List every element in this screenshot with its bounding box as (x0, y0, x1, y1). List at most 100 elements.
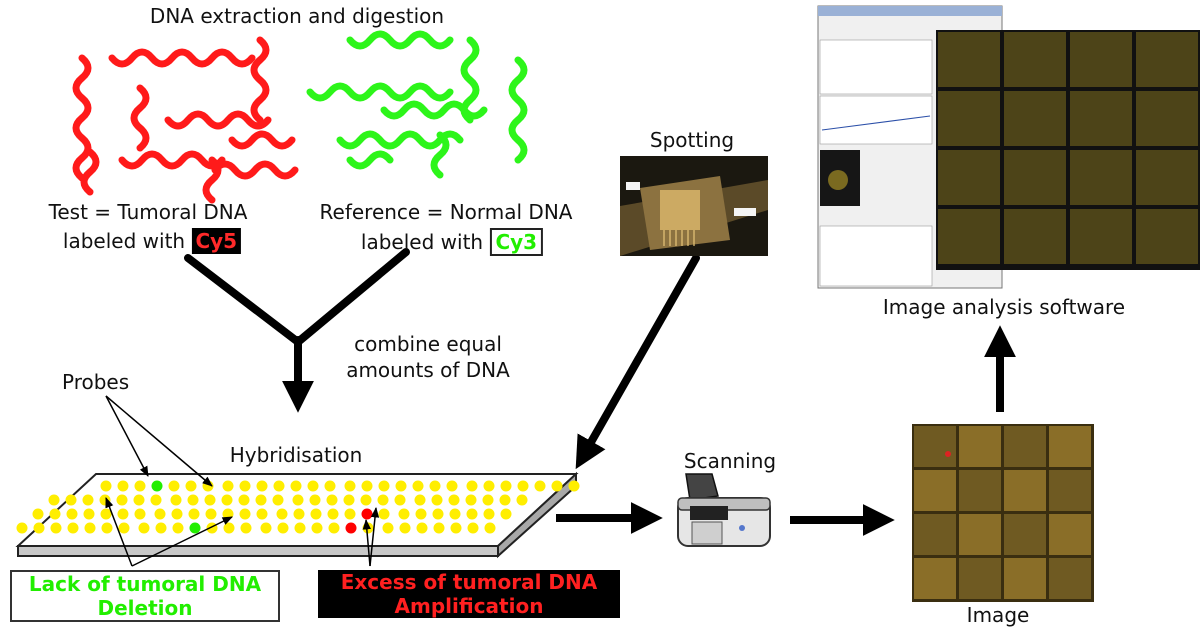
red-probe-spot (345, 522, 357, 534)
probe-spot (294, 522, 306, 534)
combine-label-line1: combine equal (354, 332, 502, 356)
probe-spot (534, 480, 546, 492)
probe-spot (466, 508, 478, 520)
probe-spot (256, 480, 268, 492)
probe-spot (65, 494, 77, 506)
software-block (1004, 150, 1066, 205)
image-label: Image (966, 603, 1030, 627)
probe-spot (67, 522, 79, 534)
probe-spot (324, 480, 336, 492)
probe-spot (66, 508, 78, 520)
reference-dna-label: Reference = Normal DNA (319, 200, 573, 224)
image-block (959, 470, 1001, 511)
probe-spot (311, 522, 323, 534)
spotting-photo (620, 156, 768, 256)
software-label: Image analysis software (882, 295, 1126, 319)
probe-spot (360, 494, 372, 506)
test-dna-label: Test = Tumoral DNA (48, 200, 248, 224)
probe-spot (483, 508, 495, 520)
probe-spot (467, 522, 479, 534)
deletion-pointers (105, 497, 233, 567)
image-block (1004, 470, 1046, 511)
spotting-label: Spotting (649, 128, 735, 152)
probe-spot (134, 508, 146, 520)
probe-spot (155, 522, 167, 534)
software-screenshot (817, 5, 1200, 289)
cy5-badge: Cy5 (191, 228, 242, 254)
probe-spot (276, 508, 288, 520)
probe-spot (185, 480, 197, 492)
software-block (1136, 91, 1198, 146)
probe-spot (431, 494, 443, 506)
probe-spot (412, 480, 424, 492)
deletion-callout: Lack of tumoral DNA Deletion (10, 570, 280, 622)
probe-spot (307, 480, 319, 492)
probe-spot (272, 494, 284, 506)
probe-spot (221, 494, 233, 506)
image-block (1004, 558, 1046, 599)
diagram-title: DNA extraction and digestion (149, 4, 445, 28)
probe-spot (255, 494, 267, 506)
software-block (1136, 209, 1198, 264)
probe-spot (377, 494, 389, 506)
probe-spot (101, 522, 113, 534)
probe-spot (361, 480, 373, 492)
probe-spot (309, 494, 321, 506)
probe-spot (133, 494, 145, 506)
software-block (1136, 32, 1198, 87)
probe-spot (414, 494, 426, 506)
image-block (959, 426, 1001, 467)
probe-spot (16, 522, 28, 534)
probe-spot (172, 522, 184, 534)
probe-spot (484, 522, 496, 534)
software-block (1070, 32, 1132, 87)
probe-spot (171, 508, 183, 520)
amplification-callout: Excess of tumoral DNA Amplification (318, 570, 620, 618)
probe-spot (328, 522, 340, 534)
probe-spot (290, 480, 302, 492)
probe-spot (500, 480, 512, 492)
image-red-spot (945, 451, 951, 457)
probe-spot (327, 508, 339, 520)
probe-spot (260, 522, 272, 534)
probe-spot (344, 508, 356, 520)
image-block (1049, 426, 1091, 467)
probe-spot (187, 494, 199, 506)
probe-spot (239, 508, 251, 520)
probe-spot (395, 480, 407, 492)
probe-spot (134, 480, 146, 492)
probe-spot (378, 480, 390, 492)
probe-spot (466, 480, 478, 492)
probe-pointers (105, 395, 213, 487)
probe-spot (378, 508, 390, 520)
software-block (1070, 209, 1132, 264)
probe-spot (48, 494, 60, 506)
probe-spot (394, 494, 406, 506)
probe-spot (273, 480, 285, 492)
software-block (938, 32, 1000, 87)
probe-spot (293, 508, 305, 520)
image-block (1049, 514, 1091, 555)
probe-spot (239, 480, 251, 492)
scanner-icon (677, 473, 771, 547)
green-probe-spot (189, 522, 201, 534)
deletion-line2: Deletion (97, 596, 193, 620)
amplification-pointers (362, 506, 380, 567)
software-block (1136, 150, 1198, 205)
probe-spot (432, 508, 444, 520)
probe-spot (382, 522, 394, 534)
software-block (1004, 91, 1066, 146)
red-probe-spot (361, 508, 373, 520)
test-labeled-with: labeled with (62, 229, 192, 253)
probe-spot (362, 522, 374, 534)
probe-spot (433, 522, 445, 534)
image-block (1004, 514, 1046, 555)
probe-spot (499, 494, 511, 506)
probes-label: Probes (62, 370, 130, 394)
probe-spot (117, 508, 129, 520)
probe-spot (168, 480, 180, 492)
spotting-arrow (575, 254, 700, 470)
probe-spot (326, 494, 338, 506)
software-block (938, 209, 1000, 264)
